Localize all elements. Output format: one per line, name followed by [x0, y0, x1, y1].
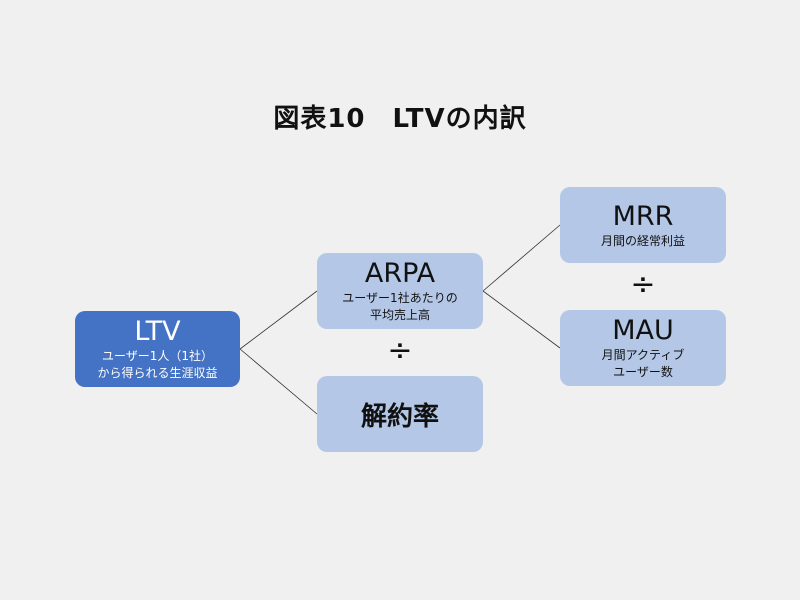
node-arpa-sub1: ユーザー1社あたりの — [342, 291, 458, 305]
connector-arpa-mrr — [482, 224, 561, 292]
node-churn-rate: 解約率 — [317, 376, 483, 452]
node-ltv-sub2: から得られる生涯収益 — [97, 366, 218, 380]
node-mrr-sub1: 月間の経常利益 — [600, 233, 685, 248]
diagram-title: 図表10 LTVの内訳 — [273, 104, 527, 134]
node-ltv-sub1: ユーザー1人（1社） — [101, 349, 214, 363]
node-arpa-sub2: 平均売上高 — [369, 308, 430, 322]
node-arpa-label: ARPA — [364, 258, 436, 289]
node-mrr: MRR 月間の経常利益 — [560, 187, 726, 263]
connector-ltv-arpa — [239, 290, 318, 350]
connector-arpa-mau — [482, 290, 561, 349]
node-mau-label: MAU — [612, 315, 674, 346]
connector-ltv-churn — [239, 348, 318, 415]
node-ltv-label: LTV — [134, 316, 181, 347]
node-arpa: ARPA ユーザー1社あたりの 平均売上高 — [317, 253, 483, 329]
node-ltv: LTV ユーザー1人（1社） から得られる生涯収益 — [75, 311, 240, 387]
divide-operator-left: ÷ — [387, 333, 413, 368]
node-mau-sub1: 月間アクティブ — [601, 348, 685, 362]
divide-operator-right: ÷ — [630, 267, 656, 302]
node-mrr-label: MRR — [612, 200, 674, 232]
node-mau-sub2: ユーザー数 — [613, 365, 673, 379]
node-churn-label: 解約率 — [360, 401, 439, 432]
node-mau: MAU 月間アクティブ ユーザー数 — [560, 310, 726, 386]
